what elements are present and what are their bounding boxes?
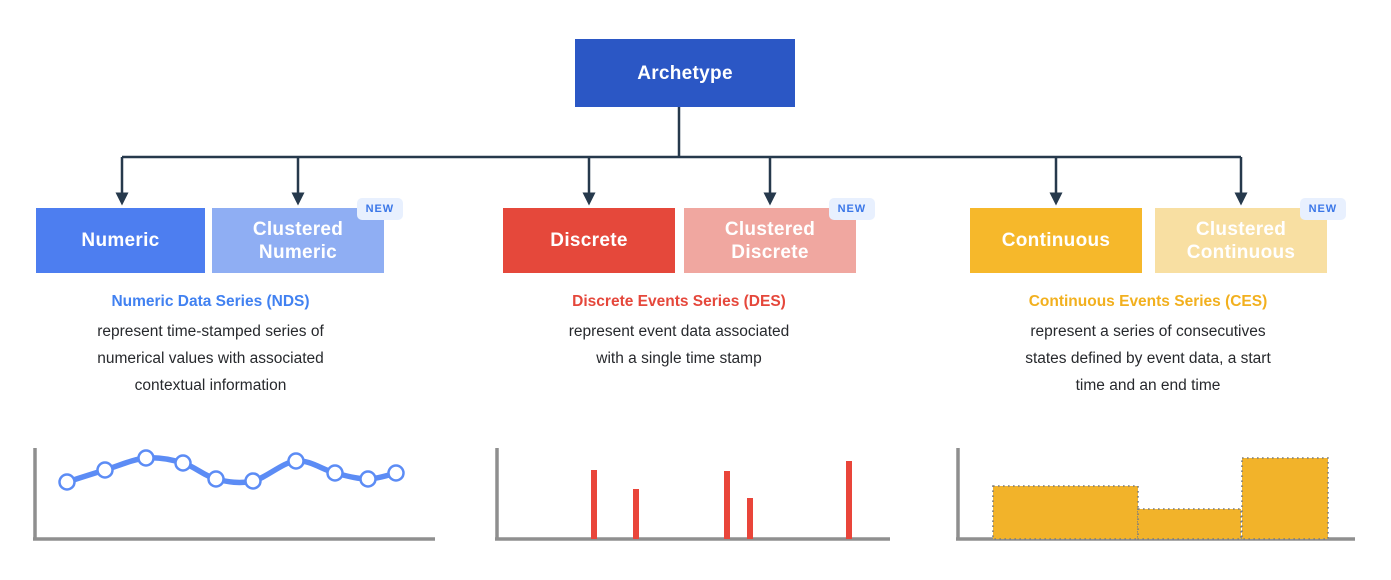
- description-continuous: Continuous Events Series (CES) represent…: [963, 289, 1333, 399]
- series-title: Continuous Events Series (CES): [1028, 293, 1268, 310]
- description-line: with a single time stamp: [596, 350, 762, 367]
- series-title: Discrete Events Series (DES): [572, 293, 786, 310]
- arrowhead-icon: [763, 192, 777, 206]
- description-line: represent time-stamped series of: [97, 323, 324, 340]
- description-line: states defined by event data, a start: [1025, 350, 1271, 367]
- node-numeric: Numeric: [36, 208, 205, 273]
- numeric-line-chart: [33, 448, 435, 541]
- arrowhead-icon: [582, 192, 596, 206]
- description-discrete: Discrete Events Series (DES) represent e…: [500, 289, 858, 372]
- description-numeric: Numeric Data Series (NDS) represent time…: [36, 289, 385, 399]
- discrete-events-chart: [495, 448, 890, 541]
- node-clustered-continuous: Clustered Continuous NEW: [1155, 198, 1346, 273]
- node-continuous: Continuous: [970, 208, 1142, 273]
- node-label-line: Clustered: [1195, 218, 1287, 240]
- arrowhead-icon: [1049, 192, 1063, 206]
- node-label: Archetype: [637, 62, 733, 84]
- node-label-line: Clustered: [252, 218, 344, 240]
- node-label-line: Numeric: [258, 241, 338, 263]
- arrowhead-icon: [291, 192, 305, 206]
- description-line: numerical values with associated: [97, 350, 324, 367]
- description-line: represent a series of consecutives: [1030, 323, 1266, 340]
- new-badge: NEW: [1299, 198, 1346, 220]
- node-archetype: Archetype: [575, 39, 795, 107]
- description-line: contextual information: [134, 377, 287, 394]
- arrowhead-icon: [1234, 192, 1248, 206]
- continuous-events-chart: [956, 448, 1355, 541]
- node-label: Numeric: [81, 230, 160, 251]
- node-label-line: Discrete: [731, 241, 809, 263]
- description-line: time and an end time: [1075, 377, 1221, 394]
- node-clustered-discrete: Clustered Discrete NEW: [684, 198, 875, 273]
- node-label: Discrete: [550, 230, 628, 251]
- node-label-line: Clustered: [724, 218, 816, 240]
- arrowhead-icon: [115, 192, 129, 206]
- node-label-line: Continuous: [1186, 241, 1296, 263]
- node-discrete: Discrete: [503, 208, 675, 273]
- description-line: represent event data associated: [568, 323, 790, 340]
- node-label: Continuous: [1001, 230, 1111, 251]
- new-badge: NEW: [356, 198, 403, 220]
- node-clustered-numeric: Clustered Numeric NEW: [212, 198, 403, 273]
- series-title: Numeric Data Series (NDS): [111, 293, 310, 310]
- new-badge: NEW: [828, 198, 875, 220]
